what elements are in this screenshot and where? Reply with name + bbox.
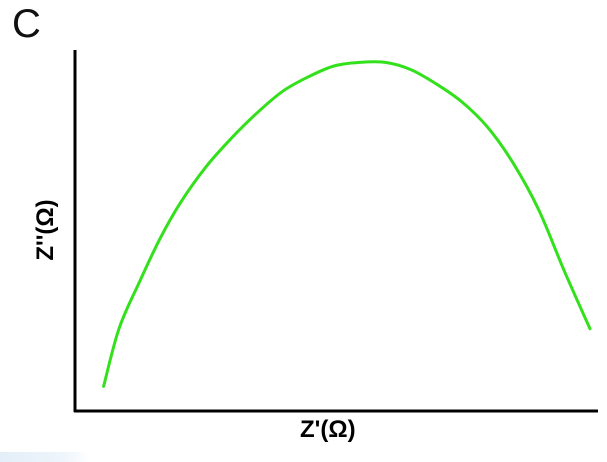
corner-decoration — [0, 452, 90, 462]
x-axis-label: Z'(Ω) — [300, 416, 356, 443]
y-axis-label: Z''(Ω) — [32, 199, 59, 261]
panel-letter: C — [12, 2, 41, 46]
series-layer — [102, 60, 592, 388]
series-line-0 — [102, 60, 592, 388]
